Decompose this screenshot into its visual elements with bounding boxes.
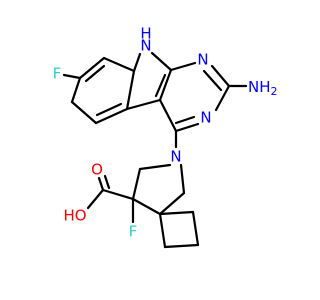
bond — [101, 188, 135, 201]
bond — [150, 51, 173, 72]
bond — [102, 56, 136, 73]
pyrimidine-n-mid-label: N — [200, 109, 211, 127]
bond — [97, 176, 105, 192]
bond — [131, 167, 142, 201]
bond — [158, 212, 167, 249]
amino-nh: NH — [248, 78, 271, 96]
bond — [86, 188, 105, 210]
bond — [132, 52, 142, 73]
bond — [154, 73, 167, 98]
amino-subscript: 2 — [271, 85, 278, 98]
indole-nh-n-label: N — [140, 37, 151, 55]
bond — [95, 102, 123, 117]
bond — [158, 68, 173, 102]
atom-labels: H N N N NH2 F N F O HO — [53, 25, 278, 241]
bond — [78, 56, 106, 80]
bond — [158, 98, 178, 133]
carbonyl-oxygen-label: O — [91, 161, 103, 179]
bond — [163, 243, 200, 249]
bond — [62, 73, 82, 80]
bond — [202, 69, 223, 92]
indole-nh-h-label: H — [140, 25, 151, 43]
bond — [125, 98, 162, 111]
bond — [214, 84, 231, 112]
bond — [210, 64, 231, 88]
aryl-fluorine-label: F — [53, 65, 62, 83]
bond — [174, 115, 196, 125]
molecule-structure: H N N N NH2 F N F O HO — [52, 24, 278, 249]
bond — [103, 174, 111, 190]
bond — [84, 64, 106, 83]
bond — [158, 191, 186, 216]
quaternary-fluorine-label: F — [129, 223, 138, 241]
bond — [191, 210, 200, 247]
molecule-svg: H N N N NH2 F N F O HO — [53, 25, 278, 249]
bond — [131, 197, 162, 216]
bonds — [62, 51, 248, 249]
pyrimidine-n-top-label: N — [197, 51, 208, 69]
bond — [94, 107, 129, 125]
hydroxyl-label: HO — [63, 207, 86, 225]
bond — [70, 100, 98, 125]
bond — [174, 122, 200, 133]
bond — [138, 163, 172, 171]
bond — [158, 210, 195, 216]
bond — [179, 163, 186, 195]
bond — [70, 76, 82, 104]
amino-label: NH2 — [248, 78, 278, 99]
azaspiro-n-label: N — [170, 148, 181, 166]
bond — [169, 61, 197, 72]
bond — [125, 69, 136, 111]
